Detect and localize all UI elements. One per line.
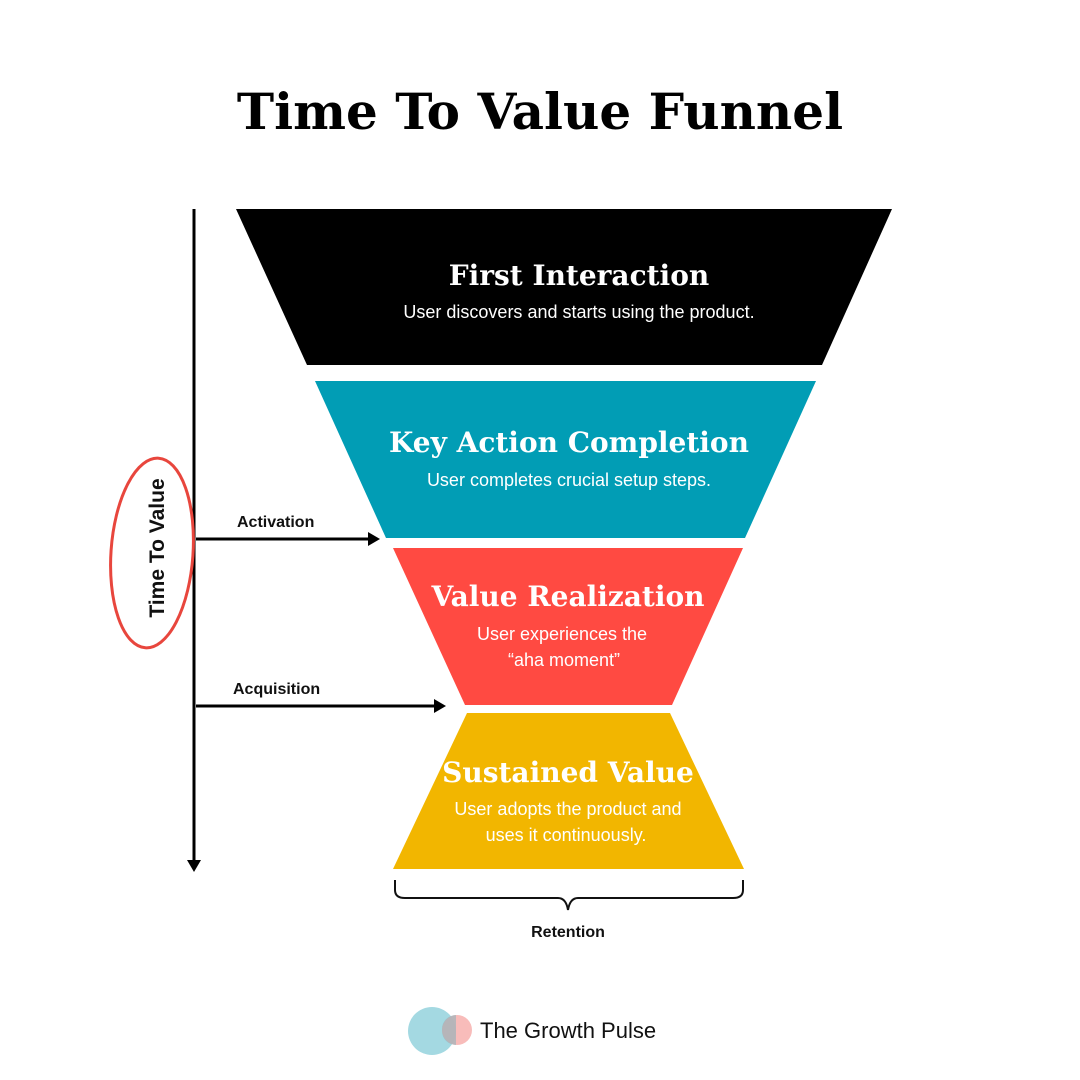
stage-value-realization-shape [393,548,743,705]
stage-key-action-shape [315,381,816,538]
time-axis-arrowhead [187,860,201,872]
stage-first-interaction-shape [236,209,892,365]
acquisition-arrowhead [434,699,446,713]
stage-sustained-value-shape [393,713,744,869]
stage-key-action-desc: User completes crucial setup steps. [427,470,711,490]
stage-value-realization-title: Value Realization [431,580,705,613]
brand-name: The Growth Pulse [480,1018,657,1043]
retention-brace [394,880,744,911]
stage-key-action-title: Key Action Completion [389,426,749,459]
retention-label: Retention [531,924,605,941]
stage-sustained-value-desc-line1: User adopts the product and [454,799,681,819]
stage-sustained-value-title: Sustained Value [442,756,694,789]
stage-first-interaction-title: First Interaction [449,259,709,292]
time-to-value-axis-label: Time To Value [146,478,169,617]
acquisition-label: Acquisition [233,681,320,698]
time-to-value-highlight-circle [109,456,195,650]
stage-first-interaction-desc: User discovers and starts using the prod… [403,302,754,322]
activation-label: Activation [237,514,314,531]
stage-value-realization-desc-line2: “aha moment” [508,650,620,670]
stage-value-realization-desc-line1: User experiences the [477,624,647,644]
stage-sustained-value-desc-line2: uses it continuously. [486,825,647,845]
activation-arrowhead [368,532,380,546]
page-title: Time To Value Funnel [236,82,844,141]
brand-footer: The Growth Pulse [406,1006,656,1056]
brand-logo-icon [406,1006,474,1056]
